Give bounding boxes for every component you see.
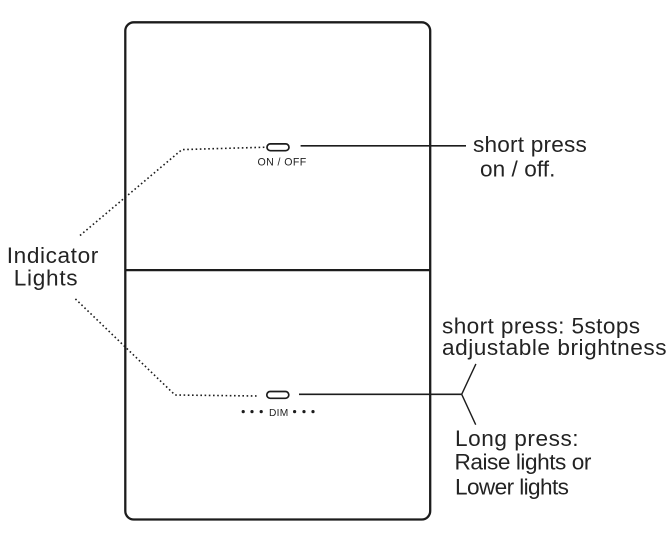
svg-text:Long press:: Long press: — [455, 426, 579, 451]
svg-text:short press: 5stops: short press: 5stops — [442, 314, 640, 339]
svg-text:short press: short press — [473, 132, 587, 157]
svg-text:adjustable brightness: adjustable brightness — [442, 335, 667, 360]
svg-text:on / off.: on / off. — [480, 156, 555, 181]
svg-text:Indicator: Indicator — [7, 243, 99, 268]
svg-text:ON / OFF: ON / OFF — [258, 157, 307, 169]
svg-text:Raise lights or: Raise lights or — [455, 449, 592, 474]
svg-text:Lower lights: Lower lights — [455, 474, 569, 499]
svg-text:DIM: DIM — [269, 408, 289, 419]
svg-text:Lights: Lights — [14, 266, 79, 291]
